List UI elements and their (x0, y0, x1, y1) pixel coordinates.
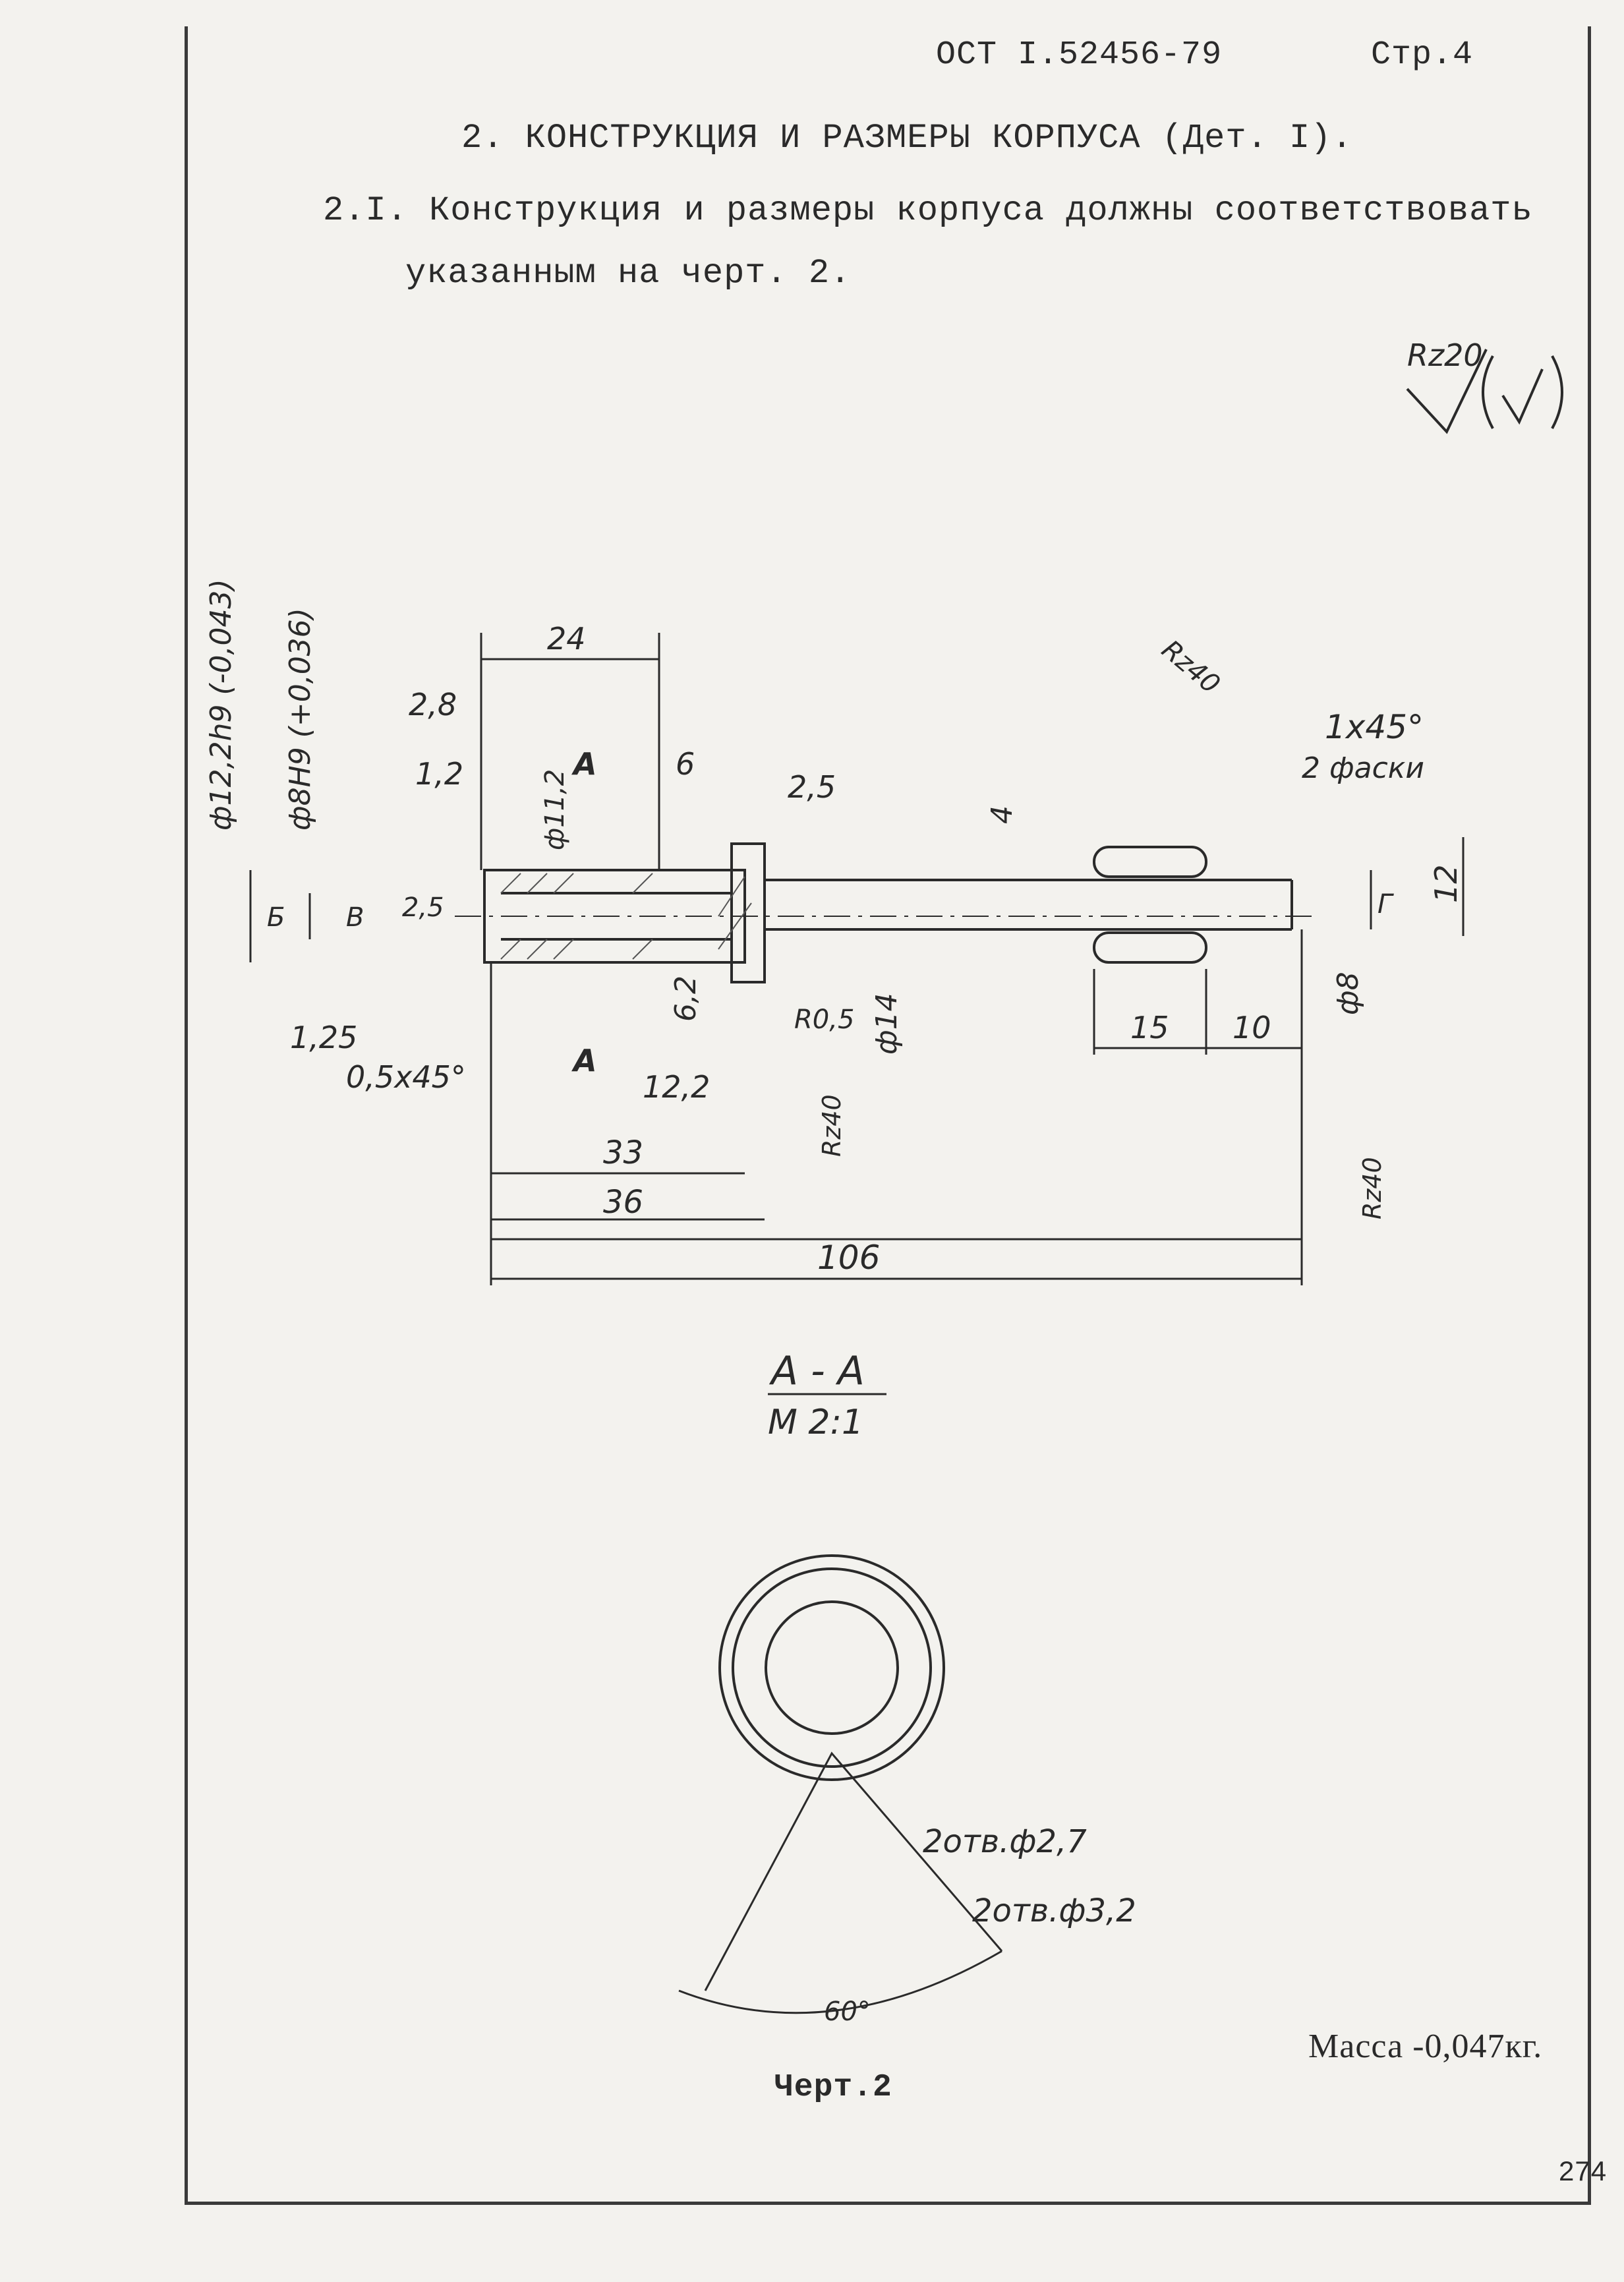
clause-text-line2: указанным на черт. 2. (405, 254, 852, 293)
page-frame (185, 26, 1591, 2205)
datum-label-g: Г (1378, 889, 1394, 920)
dim-2-8: 2,8 (409, 687, 457, 722)
dim-2-5-shaft: 2,5 (788, 769, 836, 805)
dim-4: 4 (985, 805, 1019, 824)
dim-r-0-5: R0,5 (794, 1005, 854, 1035)
general-roughness-symbol (1406, 349, 1563, 434)
dim-12-2: 12,2 (643, 1069, 710, 1105)
chamfer-right: 1x45° (1325, 708, 1424, 746)
part-body (455, 842, 1318, 983)
dim-phi-8: ф8 (1331, 972, 1365, 1015)
dim-phi-11-2: ф11,2 (540, 769, 570, 850)
mass-note: Масса -0,047кг. (1308, 2028, 1543, 2065)
chamfer-right-note: 2 фаски (1302, 751, 1424, 785)
dim-106: 106 (817, 1239, 880, 1277)
dim-24: 24 (547, 621, 586, 657)
roughness-general-label: Rz20 (1407, 337, 1483, 373)
section-mark-top: А (571, 746, 597, 782)
dim-36: 36 (603, 1184, 643, 1221)
section-view-scale: М 2:1 (768, 1403, 863, 1442)
dim-phi-14: ф14 (870, 993, 904, 1055)
clause-text-line1: 2.I. Конструкция и размеры корпуса должн… (323, 191, 1533, 230)
page-label: Стр.4 (1371, 36, 1474, 74)
datum-label-v: В (346, 902, 364, 933)
dim-1-2: 1,2 (415, 756, 463, 792)
dim-inner-diameter: ф8H9 (+0,036) (283, 608, 317, 831)
datum-label-b: Б (267, 902, 285, 933)
page-number: 274 (1559, 2155, 1608, 2186)
roughness-rz40-top: Rz40 (1156, 634, 1226, 699)
dim-12: 12 (1428, 864, 1464, 903)
section-angle: 60° (824, 1997, 871, 2027)
dim-6: 6 (676, 746, 695, 782)
dim-33: 33 (603, 1134, 643, 1171)
figure-caption: Черт.2 (774, 2070, 892, 2105)
section-view-ring (678, 1554, 1003, 2014)
section-view-title: А - А (768, 1348, 865, 1394)
roughness-rz40-right: Rz40 (1358, 1157, 1387, 1219)
chamfer-left: 0,5x45° (346, 1059, 466, 1095)
roughness-rz40-mid: Rz40 (817, 1094, 846, 1157)
hole-note-1: 2отв.ф2,7 (923, 1823, 1087, 1860)
hole-note-2: 2отв.ф3,2 (972, 1892, 1136, 1929)
hatching (500, 873, 752, 960)
document-code: ОСТ I.52456-79 (936, 36, 1223, 74)
dim-2-5-bore: 2,5 (402, 892, 444, 923)
dim-6-2: 6,2 (669, 976, 703, 1022)
dim-outer-diameter: ф12,2h9 (-0,043) (204, 579, 238, 831)
dimension-lines (249, 633, 1464, 1285)
dim-10: 10 (1232, 1010, 1271, 1045)
dim-1-25: 1,25 (290, 1020, 357, 1055)
dim-15: 15 (1130, 1010, 1169, 1045)
section-mark-bottom: А (571, 1043, 597, 1078)
section-title: 2. КОНСТРУКЦИЯ И РАЗМЕРЫ КОРПУСА (Дет. I… (461, 119, 1353, 158)
